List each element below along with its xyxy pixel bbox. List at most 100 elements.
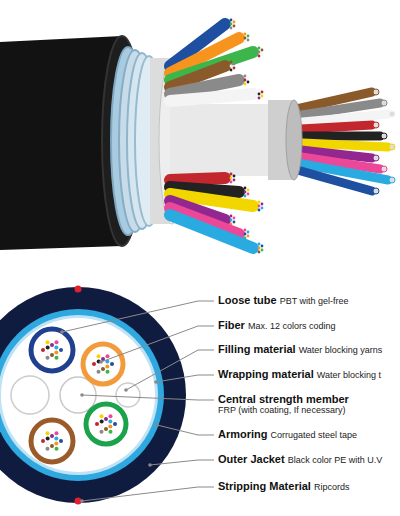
fiber-end — [244, 233, 247, 236]
fiber-end — [389, 144, 395, 150]
fiber-dot — [46, 442, 50, 446]
fiber-end — [373, 89, 379, 95]
fiber-end — [373, 188, 379, 194]
fiber-end — [258, 89, 261, 92]
fiber-dot — [106, 354, 110, 358]
fiber-end — [230, 181, 233, 184]
part-name: Central strength member — [218, 393, 349, 405]
fiber-dot — [100, 414, 104, 418]
fiber-end — [230, 215, 233, 218]
fiber-end — [258, 247, 261, 250]
fiber-end — [261, 249, 264, 252]
fiber-dot — [46, 447, 50, 451]
fiber-dot — [110, 362, 114, 366]
fiber-end — [247, 189, 250, 192]
fiber-tube — [170, 94, 253, 101]
part-name: Stripping Material — [218, 480, 311, 492]
leader-line — [156, 375, 214, 382]
fiber-end — [233, 63, 236, 66]
fiber-dots — [41, 340, 117, 451]
fiber-end — [230, 177, 233, 180]
callout-row: Loose tubePBT with gel-free — [218, 294, 398, 307]
fiber-end — [389, 177, 395, 183]
fiber-end — [258, 93, 261, 96]
fiber-dot — [46, 346, 50, 350]
fiber-end — [247, 235, 250, 238]
fiber-end — [244, 229, 247, 232]
fiber-end — [233, 25, 236, 28]
leader-dot — [155, 423, 159, 427]
fiber-tube — [170, 178, 225, 180]
fiber-end — [244, 187, 247, 190]
fiber-dot — [92, 362, 96, 366]
fiber-dot — [59, 348, 63, 352]
leader-dot — [99, 360, 103, 364]
fiber-end — [233, 217, 236, 220]
callout-row: Stripping MaterialRipcords — [218, 480, 398, 493]
fiber-end — [244, 75, 247, 78]
fiber-dot — [55, 447, 59, 451]
fiber-end — [258, 51, 261, 54]
fiber-dot — [55, 340, 59, 344]
fiber-end — [247, 231, 250, 234]
fiber-end — [233, 21, 236, 24]
leader-dot — [124, 388, 128, 392]
leader-dot — [80, 393, 84, 397]
fiber-dot — [54, 442, 58, 446]
part-description: Corrugated steel tape — [271, 430, 358, 441]
fiber-end — [261, 53, 264, 56]
part-name: Fiber — [218, 319, 245, 331]
fiber-end — [244, 83, 247, 86]
fiber-end — [258, 251, 261, 254]
fiber-end — [261, 91, 264, 94]
fiber-tube — [292, 169, 372, 192]
fiber-dot — [54, 351, 58, 355]
fiber-end — [247, 39, 250, 42]
fiber-end — [247, 35, 250, 38]
fiber-end — [373, 122, 379, 128]
part-name: Loose tube — [218, 294, 277, 306]
fiber-end — [230, 19, 233, 22]
fiber-dot — [95, 422, 99, 426]
callout-row: Wrapping materialWater blocking t — [218, 368, 398, 381]
leader-line — [62, 301, 214, 332]
part-name: Wrapping material — [218, 368, 314, 380]
fiber-dot — [46, 340, 50, 344]
ripcord — [75, 286, 82, 293]
callout-row: Filling materialWater blocking yarns — [218, 343, 398, 356]
part-description: Water blocking t — [317, 370, 381, 381]
fiber-dot — [50, 343, 54, 347]
leader-line — [82, 395, 214, 400]
fiber-end — [233, 175, 236, 178]
fiber-end — [244, 37, 247, 40]
fiber-end — [230, 173, 233, 176]
part-name: Outer Jacket — [218, 453, 285, 465]
fiber-dot — [46, 431, 50, 435]
fiber-dot — [97, 354, 101, 358]
fiber-end — [230, 65, 233, 68]
fiber-end — [373, 155, 379, 161]
fiber-dot — [100, 430, 104, 434]
fiber-end — [258, 205, 261, 208]
part-description: PBT with gel-free — [280, 296, 349, 307]
leader-dot — [80, 499, 84, 503]
fiber-end — [258, 97, 261, 100]
callout-row: Outer JacketBlack color PE with U.V — [218, 453, 398, 466]
leader-dot — [148, 463, 152, 467]
fiber-end — [230, 23, 233, 26]
part-description: Max. 12 colors coding — [248, 321, 336, 332]
fiber-dot — [59, 439, 63, 443]
fiber-end — [261, 49, 264, 52]
fiber-dot — [108, 425, 112, 429]
fiber-dot — [97, 365, 101, 369]
part-description: Water blocking yarns — [299, 345, 383, 356]
fiber-dot — [105, 365, 109, 369]
fiber-end — [244, 191, 247, 194]
fiber-dot — [50, 444, 54, 448]
loose-tube — [86, 404, 126, 444]
fiber-dot — [55, 431, 59, 435]
leader-line — [101, 326, 214, 362]
fiber-end — [261, 245, 264, 248]
fiber-dot — [50, 434, 54, 438]
